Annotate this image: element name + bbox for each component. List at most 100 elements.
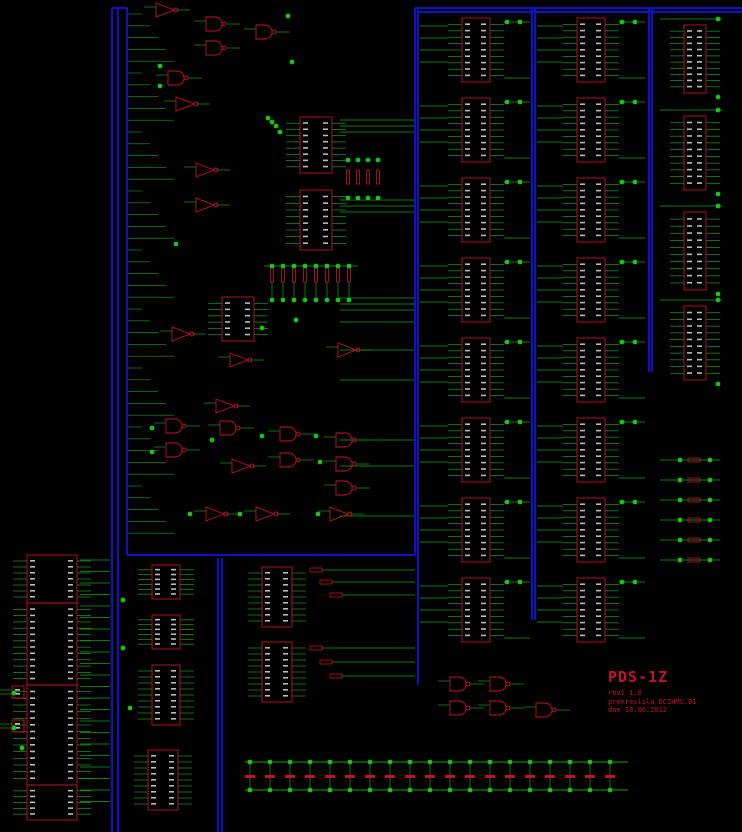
pin-text (465, 29, 470, 32)
ic-package (11, 719, 25, 733)
pin-text (465, 602, 470, 605)
pin-text (481, 343, 486, 345)
pin-text (596, 615, 601, 617)
pin-text (151, 785, 156, 787)
junction-dot (267, 787, 273, 793)
junction-dot (487, 759, 493, 765)
junction-dot (345, 195, 351, 201)
ic-package (683, 305, 707, 381)
pin-text (697, 345, 702, 347)
pin-text (30, 757, 35, 759)
pin-text (481, 301, 486, 304)
junction-dot (504, 419, 510, 425)
nand-bubble (183, 75, 189, 81)
pin-text (596, 148, 601, 150)
pin-text (283, 614, 288, 616)
pin-text (580, 263, 585, 265)
pin-text (580, 461, 585, 464)
junction-dot (247, 787, 253, 793)
pin-text (481, 442, 486, 445)
pin-text (697, 162, 702, 164)
junction-dot (291, 263, 297, 269)
nand-bubble (271, 29, 277, 35)
pin-text (68, 596, 73, 598)
pin-text (465, 343, 470, 345)
pin-text (481, 42, 486, 45)
pin-text (303, 140, 308, 143)
pin-text (580, 423, 585, 425)
pin-text (481, 522, 486, 525)
pin-text (465, 289, 470, 291)
pin-text (30, 627, 35, 629)
pin-text (596, 596, 601, 598)
pin-text (596, 583, 601, 585)
bus-lines (111, 7, 742, 832)
pin-text (155, 712, 160, 714)
pin-text (481, 263, 486, 265)
pin-text (68, 801, 73, 804)
junction-dot (365, 157, 371, 163)
pin-text (481, 228, 486, 230)
pin-text (30, 777, 35, 779)
pin-text (225, 302, 230, 304)
pin-text (265, 596, 270, 598)
pin-text (687, 338, 692, 341)
junction-dot (317, 459, 323, 465)
pin-text (323, 202, 328, 204)
pin-text (171, 628, 176, 631)
pin-text (580, 129, 585, 131)
pin-text (697, 79, 702, 82)
ic-packages (11, 17, 707, 821)
pin-text (68, 717, 73, 719)
pin-text (596, 109, 601, 112)
pin-text (481, 36, 486, 38)
pin-text (68, 704, 73, 706)
pin-text (68, 744, 73, 746)
decoupling-capacitor (285, 775, 295, 778)
pin-text (580, 596, 585, 598)
junction-dot (707, 537, 713, 543)
junction-dot (607, 759, 613, 765)
junction-dot (517, 419, 523, 425)
junction-dot (289, 59, 295, 65)
junction-dot (715, 291, 721, 297)
pin-text (687, 267, 692, 270)
junction-dot (619, 179, 625, 185)
ic-package (461, 17, 491, 83)
pin-text (596, 388, 601, 390)
junction-dot (527, 759, 533, 765)
pin-text (171, 618, 176, 621)
pin-text (481, 141, 486, 144)
pin-text (697, 42, 702, 45)
pin-text (580, 183, 585, 185)
nand-bubble (465, 681, 471, 687)
pin-text (481, 394, 486, 397)
pin-text (687, 352, 692, 354)
junction-dot (677, 457, 683, 463)
junction-dot (307, 787, 313, 793)
pin-text (596, 468, 601, 470)
pin-text (687, 274, 692, 277)
pin-text (265, 578, 270, 580)
pin-text (580, 49, 585, 51)
pin-text (30, 658, 35, 661)
pin-text (283, 647, 288, 649)
pin-text (465, 615, 470, 617)
nand-bubble (235, 425, 241, 431)
pin-text (30, 717, 35, 719)
pin-text (15, 689, 20, 691)
junction-dot (302, 263, 308, 269)
pin-text (68, 584, 73, 586)
pin-text (465, 135, 470, 137)
junction-dot (677, 477, 683, 483)
junction-dot (346, 297, 352, 303)
pin-text (155, 706, 160, 708)
pin-text (697, 218, 702, 220)
junction-dot (237, 511, 243, 517)
pin-text (687, 281, 692, 284)
pin-text (596, 183, 601, 185)
decoupling-capacitor (585, 775, 595, 778)
ic-package (299, 189, 333, 251)
pin-text (171, 643, 176, 645)
junction-dot (247, 759, 253, 765)
